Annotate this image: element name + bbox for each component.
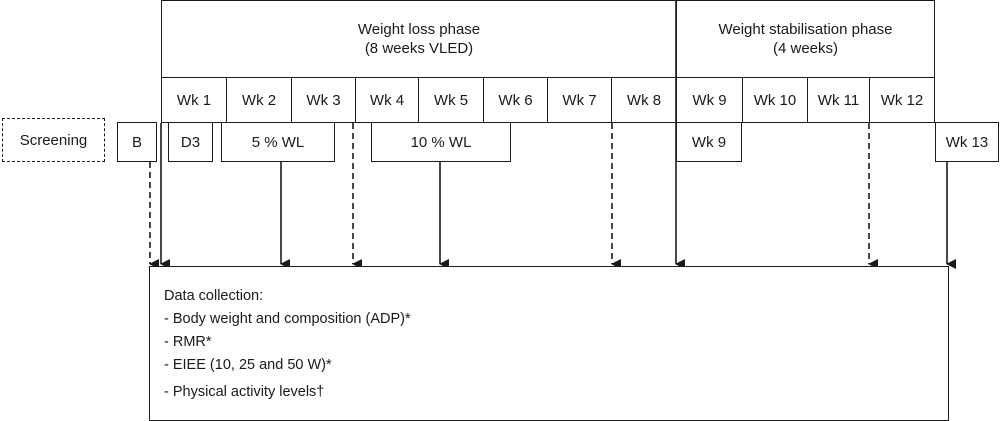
week-cell: Wk 12 xyxy=(869,77,935,123)
data-collection-item: - Body weight and composition (ADP)* xyxy=(164,311,411,327)
week9-measurement-box: Wk 9 xyxy=(676,122,742,162)
weight-loss-phase-subtitle: (8 weeks VLED) xyxy=(364,40,474,57)
ten-percent-weight-loss-box: 10 % WL xyxy=(371,122,511,162)
weight-loss-phase-title: Weight loss phase xyxy=(357,21,481,38)
data-collection-item: - RMR* xyxy=(164,334,212,350)
weight-stabilisation-phase-title: Weight stabilisation phase xyxy=(718,21,893,38)
week-cell: Wk 2 xyxy=(226,77,292,123)
screening-box: Screening xyxy=(2,118,105,162)
week-cell: Wk 4 xyxy=(355,77,419,123)
week-cell: Wk 11 xyxy=(807,77,870,123)
day3-box: D3 xyxy=(168,122,213,162)
week-cell: Wk 8 xyxy=(611,77,677,123)
data-collection-box: Data collection: - Body weight and compo… xyxy=(149,266,949,421)
week-cell: Wk 9 xyxy=(676,77,743,123)
week-cell: Wk 6 xyxy=(483,77,548,123)
week-cell: Wk 7 xyxy=(547,77,612,123)
five-percent-weight-loss-box: 5 % WL xyxy=(221,122,335,162)
week-cell: Wk 10 xyxy=(742,77,808,123)
week-cell: Wk 3 xyxy=(291,77,356,123)
weight-loss-phase-header: Weight loss phase (8 weeks VLED) xyxy=(161,0,677,78)
data-collection-title: Data collection: xyxy=(164,288,264,304)
data-collection-item: - Physical activity levels† xyxy=(164,384,325,400)
baseline-box: B xyxy=(117,122,157,162)
week-cell: Wk 1 xyxy=(161,77,227,123)
data-collection-item: - EIEE (10, 25 and 50 W)* xyxy=(164,357,332,373)
week13-measurement-box: Wk 13 xyxy=(935,122,999,162)
week-cell: Wk 5 xyxy=(418,77,484,123)
weight-stabilisation-phase-header: Weight stabilisation phase (4 weeks) xyxy=(676,0,935,78)
weight-stabilisation-phase-subtitle: (4 weeks) xyxy=(772,40,839,57)
